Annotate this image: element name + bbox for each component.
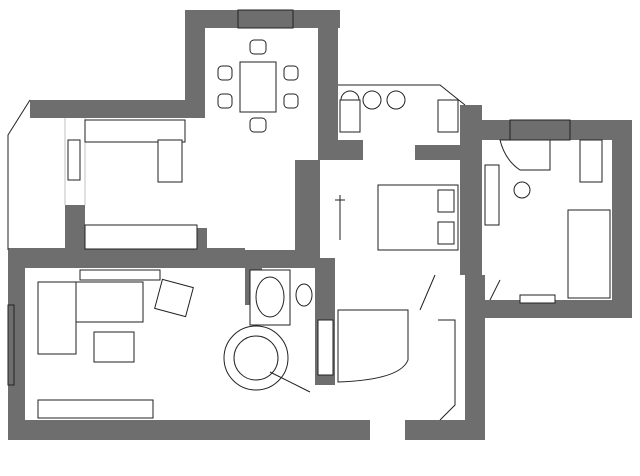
kitchen-units	[67, 119, 198, 250]
bedroom-furniture	[335, 90, 459, 383]
bathroom-fixtures	[223, 269, 334, 393]
living-furniture	[37, 269, 194, 419]
dining-table-set	[217, 39, 299, 133]
study-furniture	[484, 139, 611, 304]
